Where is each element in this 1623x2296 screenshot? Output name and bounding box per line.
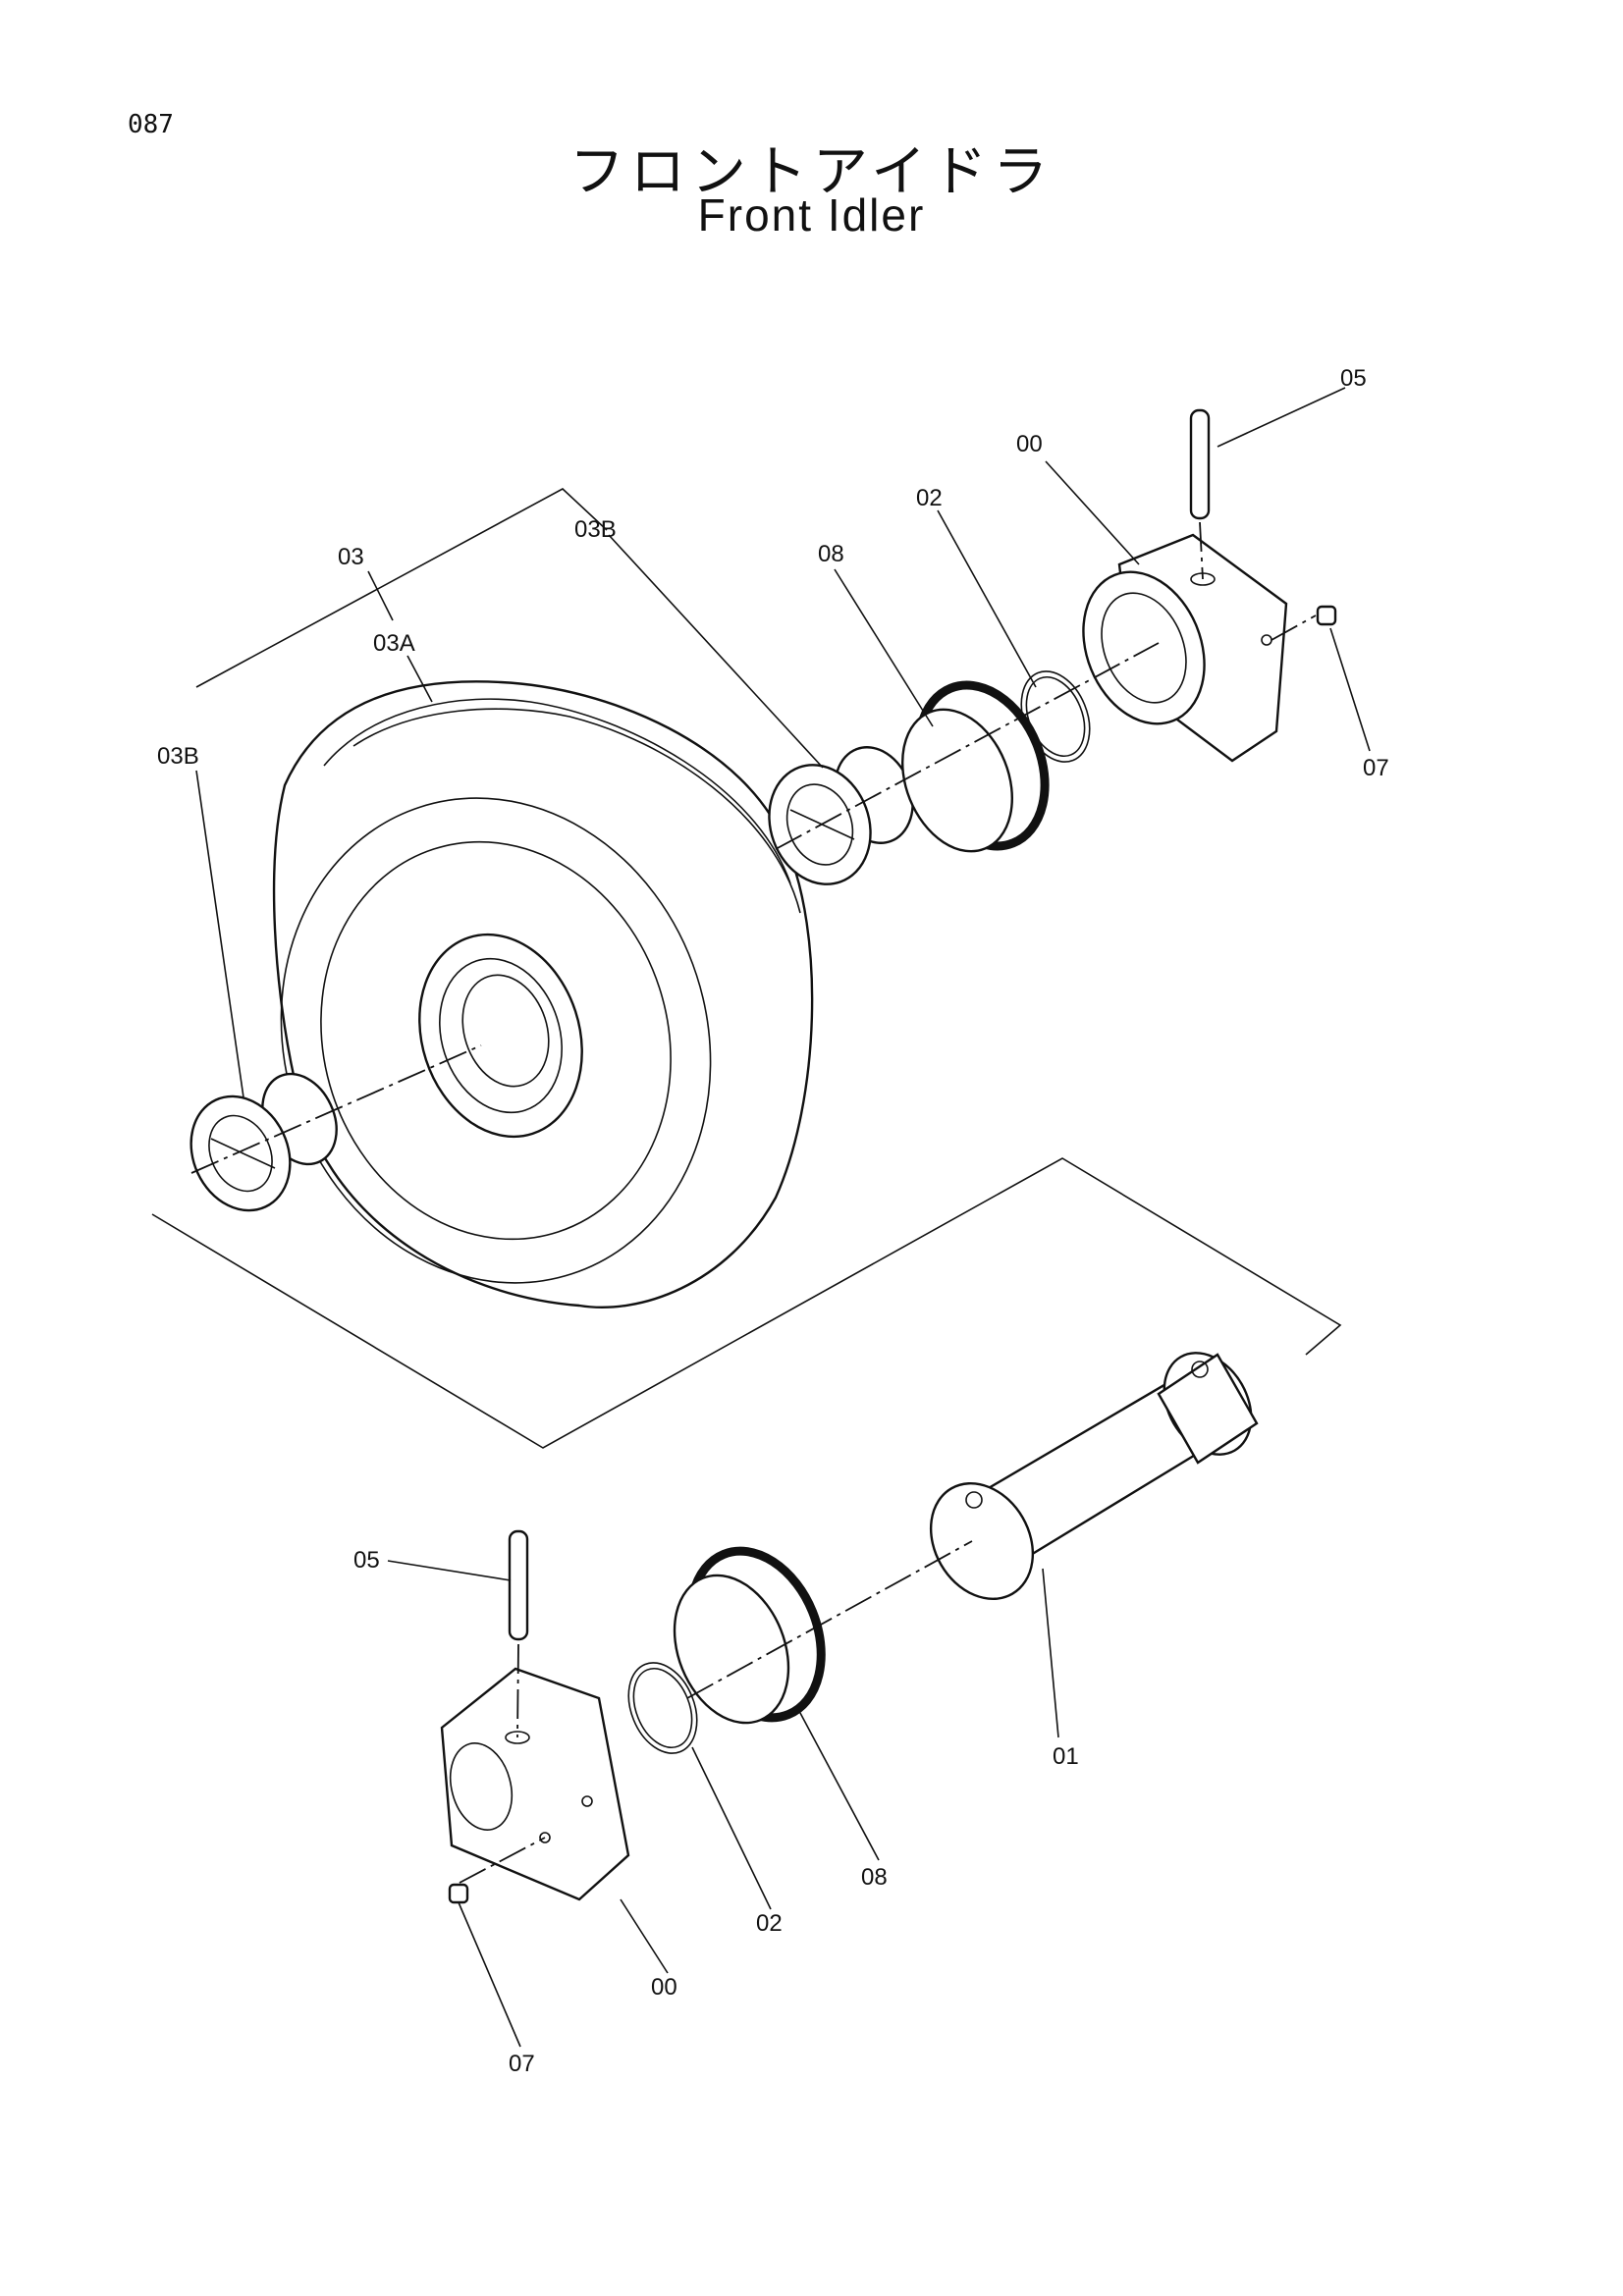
callout-00-top: 00: [1016, 431, 1043, 457]
callout-08-top: 08: [818, 541, 844, 567]
support-bracket-00-upper: [1082, 533, 1288, 763]
callout-03b-top: 03B: [574, 516, 617, 543]
support-bracket-00-lower: [440, 1667, 630, 1901]
set-screw-07-upper: [1316, 605, 1337, 626]
set-screw-07-lower: [448, 1883, 469, 1904]
callout-07-bottom: 07: [509, 2051, 535, 2077]
floating-seal-08-upper: [900, 680, 1050, 853]
center-lines: [190, 521, 1317, 1884]
pin-05-lower: [508, 1529, 529, 1641]
callout-02-top: 02: [916, 485, 943, 511]
leader-lines: [195, 387, 1371, 2048]
title-english: Front Idler: [697, 189, 926, 240]
callout-02-bottom: 02: [756, 1910, 783, 1937]
callout-03b-left: 03B: [157, 743, 199, 770]
callout-03a: 03A: [373, 630, 415, 657]
callout-07-top: 07: [1363, 755, 1389, 781]
assembly-bracket-03: [151, 488, 1342, 1449]
idler-wheel-03a: [272, 680, 814, 1309]
callout-01: 01: [1053, 1743, 1079, 1770]
shaft-01: [929, 1352, 1259, 1601]
page-number: 087: [128, 110, 174, 139]
callout-03: 03: [338, 544, 364, 570]
floating-seal-08-lower: [673, 1546, 826, 1725]
o-ring-02-upper: [1020, 670, 1091, 763]
pin-05-upper: [1189, 408, 1211, 520]
callout-05-bottom: 05: [353, 1547, 380, 1574]
title-japanese: フロントアイドラ: [568, 140, 1055, 204]
callout-05-top: 05: [1340, 365, 1367, 392]
callout-08-bottom: 08: [861, 1864, 888, 1891]
callout-00-bottom: 00: [651, 1974, 677, 2001]
